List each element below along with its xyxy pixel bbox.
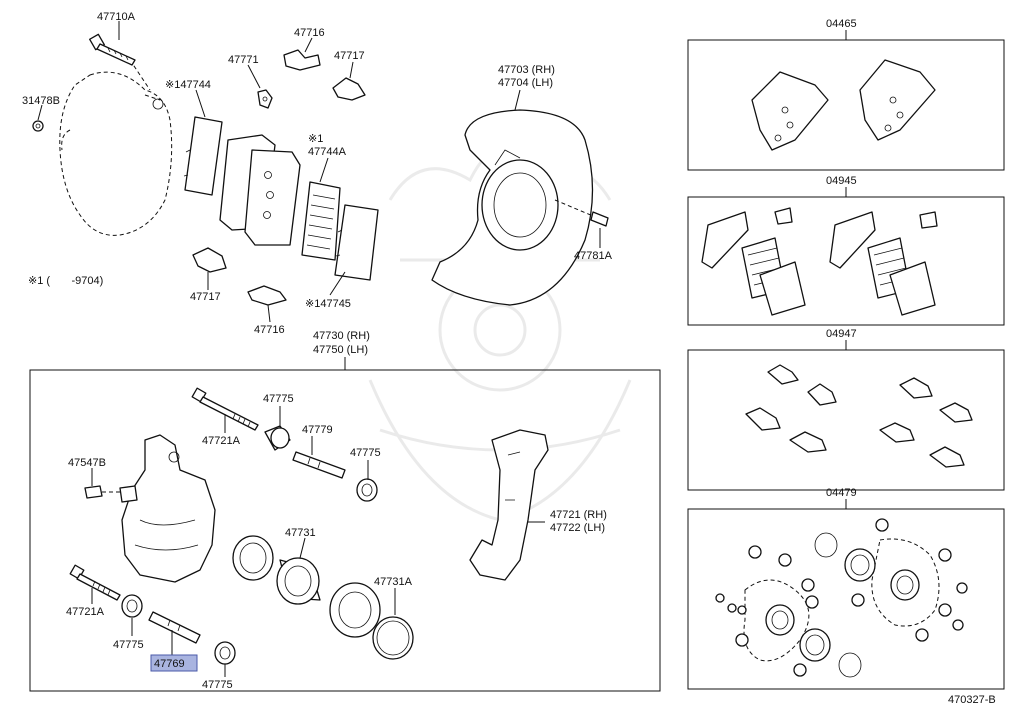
label-kit-04947: 04947	[826, 328, 857, 340]
label-47750: 47750 (LH)	[313, 344, 368, 356]
label-47775-a: 47775	[263, 393, 294, 405]
label-47731: 47731	[285, 527, 316, 539]
shim-47716-lower	[247, 285, 287, 306]
label-47710A: 47710A	[97, 11, 136, 23]
bolt-47781A	[554, 199, 609, 227]
boot-47775-upper	[264, 425, 291, 451]
shim-47717-top	[332, 77, 366, 101]
label-47716-top: 47716	[294, 27, 325, 39]
pad-pair-center	[219, 134, 301, 246]
kit-04945-shims	[701, 207, 938, 316]
caliper-outline-dashed	[59, 59, 173, 236]
kit-box-04465	[687, 39, 1005, 171]
boot-47775-second	[356, 478, 378, 502]
label-47779: 47779	[302, 424, 333, 436]
caliper-body	[119, 434, 216, 583]
label-47744A: 47744A	[308, 146, 347, 158]
label-47547B: 47547B	[68, 457, 106, 469]
pad-147745	[334, 204, 379, 281]
label-47722: 47722 (LH)	[550, 522, 605, 534]
label-31478B: 31478B	[22, 95, 60, 107]
kit-box-04479	[687, 508, 1005, 690]
label-note-9704: ※1 ( -9704)	[28, 275, 103, 287]
label-47721A-b: 47721A	[66, 606, 105, 618]
boot-47775-lower-left	[121, 594, 143, 618]
highlight-47769	[150, 654, 198, 672]
boot-47731A	[329, 582, 414, 660]
pin-47769	[148, 611, 201, 644]
label-47775-b: 47775	[350, 447, 381, 459]
boot-47775-lower-right	[214, 641, 236, 665]
label-47730: 47730 (RH)	[313, 330, 370, 342]
label-kit-04945: 04945	[826, 175, 857, 187]
label-47731A: 47731A	[374, 576, 413, 588]
kit-04479-seals	[715, 518, 968, 678]
seal-47731-ring	[232, 535, 274, 581]
dust-shield-47703	[431, 109, 594, 306]
kit-04465-pads	[751, 59, 936, 151]
shim-47717-lower	[192, 247, 227, 273]
label-47721A-a: 47721A	[202, 435, 241, 447]
pin-47779	[292, 451, 346, 479]
shim-47744A	[301, 181, 341, 261]
label-47769: 47769	[154, 658, 185, 670]
label-47771: 47771	[228, 54, 259, 66]
bolt-47721A-lower	[69, 564, 121, 601]
shim-47716-top	[283, 49, 321, 71]
bolt-47710A	[89, 33, 136, 66]
label-47717-top: 47717	[334, 50, 365, 62]
label-kit-04479: 04479	[826, 487, 857, 499]
label-47775-d: 47775	[202, 679, 233, 691]
piston-47731	[276, 557, 321, 605]
label-147744: ※147744	[165, 79, 211, 91]
label-47716-lower: 47716	[254, 324, 285, 336]
label-147745: ※147745	[305, 298, 351, 310]
label-reference-code: 470327-B	[948, 694, 996, 706]
label-47781A: 47781A	[574, 250, 613, 262]
label-47704: 47704 (LH)	[498, 77, 553, 89]
label-47717-lower: 47717	[190, 291, 221, 303]
bleeder-47547B	[84, 485, 122, 499]
clip-47771	[257, 89, 273, 109]
label-47775-c: 47775	[113, 639, 144, 651]
label-47721: 47721 (RH)	[550, 509, 607, 521]
bolt-47721A-upper	[191, 387, 259, 431]
label-47703: 47703 (RH)	[498, 64, 555, 76]
pad-147744	[183, 116, 223, 196]
label-note-marker: ※1	[308, 133, 323, 145]
nut-31478B	[32, 120, 44, 132]
mounting-bracket-47721	[469, 429, 549, 581]
label-kit-04465: 04465	[826, 18, 857, 30]
kit-04947-clips	[745, 364, 973, 468]
